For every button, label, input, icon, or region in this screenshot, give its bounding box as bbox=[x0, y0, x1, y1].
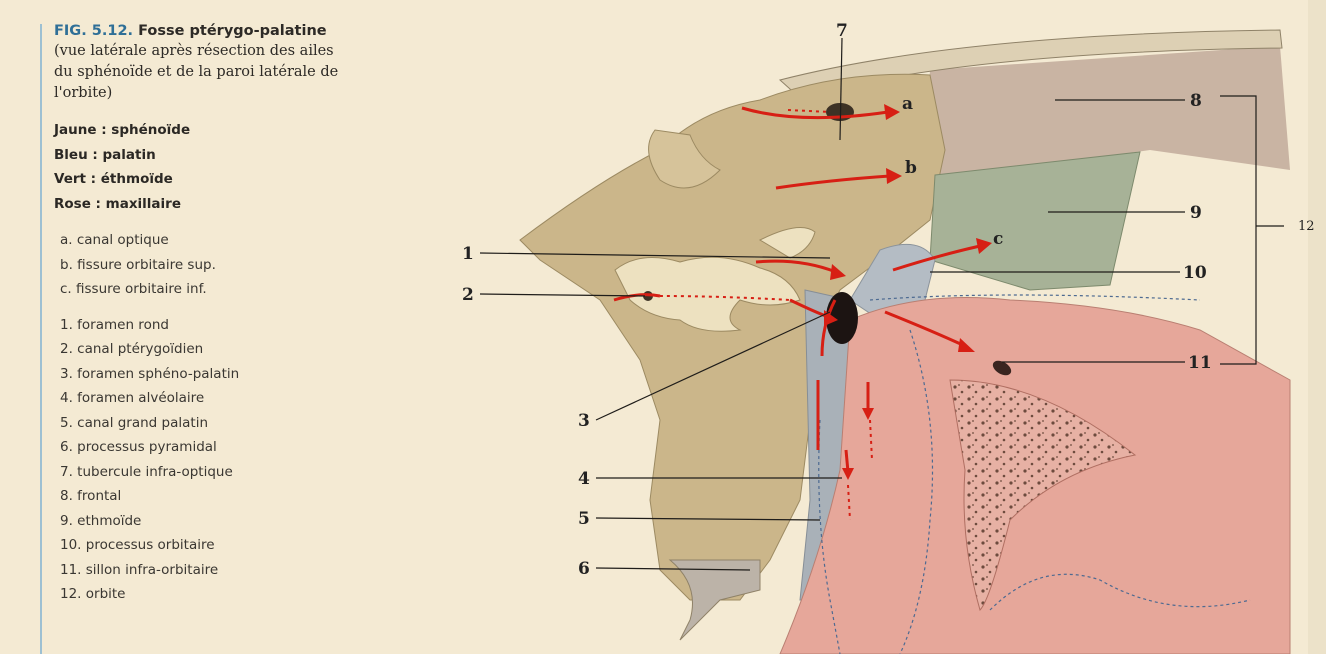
sphenoid-section bbox=[614, 256, 801, 332]
pterygoid-process bbox=[668, 559, 761, 641]
figure-subtitle: (vue latérale après résection des ailes … bbox=[54, 41, 414, 104]
figure-number: FIG. 5.12. bbox=[54, 23, 134, 39]
number-legend-item: 5. canal grand palatin bbox=[60, 414, 209, 431]
arrowhead bbox=[830, 264, 846, 280]
sphenoid-spur bbox=[758, 227, 816, 259]
arrowhead bbox=[958, 338, 975, 352]
arrow-optic-canal bbox=[741, 106, 889, 120]
arrowhead bbox=[862, 408, 874, 420]
number-legend-item: 7. tubercule infra-optique bbox=[60, 463, 233, 480]
leader-line-7 bbox=[839, 37, 843, 141]
color-legend-item: Bleu : palatin bbox=[54, 146, 156, 163]
label-6: 6 bbox=[578, 559, 590, 579]
letter-legend-item: a. canal optique bbox=[60, 232, 169, 248]
subtitle-line: l'orbite) bbox=[54, 85, 113, 101]
number-legend-item: 6. processus pyramidal bbox=[60, 439, 217, 455]
label-7: 7 bbox=[836, 21, 848, 41]
label-5: 5 bbox=[578, 509, 590, 529]
leader-line-6 bbox=[595, 567, 751, 571]
label-12: 12 bbox=[1298, 219, 1315, 234]
subtitle-line: du sphénoïde et de la paroi latérale de bbox=[54, 64, 339, 80]
leader-line-1 bbox=[479, 252, 831, 259]
number-legend-item: 1. foramen rond bbox=[60, 316, 169, 333]
leader-line-2 bbox=[479, 293, 646, 297]
number-legend-item: 10. processus orbitaire bbox=[60, 537, 215, 553]
dotted-path bbox=[659, 295, 791, 301]
leader-line-3 bbox=[595, 311, 831, 421]
pterygoid-hook bbox=[648, 129, 721, 189]
arrowhead bbox=[842, 468, 854, 480]
color-legend: Jaune : sphénoïde Bleu : palatin Vert : … bbox=[54, 118, 414, 216]
suture-line bbox=[899, 329, 934, 654]
arrow-infraorbital bbox=[884, 310, 966, 348]
sphenoid-bone bbox=[519, 73, 946, 601]
figure-caption: FIG. 5.12. Fosse ptérygo-palatine (vue l… bbox=[54, 22, 414, 607]
label-a: a bbox=[902, 94, 913, 114]
number-legend-item: 12. orbite bbox=[60, 586, 126, 602]
dotted-path bbox=[787, 109, 831, 113]
subtitle-line: (vue latérale après résection des ailes bbox=[54, 43, 334, 59]
suture-line bbox=[989, 573, 1251, 611]
number-legend-item: 2. canal ptérygoïdien bbox=[60, 341, 204, 357]
label-10: 10 bbox=[1183, 263, 1207, 283]
arrowhead bbox=[976, 238, 992, 254]
label-b: b bbox=[905, 158, 917, 178]
label-8: 8 bbox=[1190, 91, 1202, 111]
bracket-12 bbox=[1220, 95, 1257, 365]
label-2: 2 bbox=[462, 285, 474, 305]
arrowhead bbox=[884, 104, 900, 120]
color-legend-item: Jaune : sphénoïde bbox=[54, 122, 191, 138]
arrowheads bbox=[824, 104, 992, 480]
color-legend-item: Vert : éthmoïde bbox=[54, 171, 173, 187]
label-4: 4 bbox=[578, 469, 590, 489]
label-1: 1 bbox=[462, 244, 474, 264]
number-legend-item: 8. frontal bbox=[60, 488, 122, 504]
label-11: 11 bbox=[1188, 353, 1212, 373]
label-9: 9 bbox=[1190, 203, 1202, 223]
ethmoid-bone bbox=[929, 151, 1141, 291]
arrow-foramen-rotundum bbox=[755, 259, 837, 274]
figure-title-text: Fosse ptérygo-palatine bbox=[138, 23, 327, 39]
letter-legend-item: c. fissure orbitaire inf. bbox=[60, 281, 207, 297]
arrowhead bbox=[886, 168, 902, 184]
suture-line bbox=[869, 294, 1201, 301]
dotted-paths bbox=[659, 109, 873, 521]
caption-rule bbox=[40, 24, 42, 654]
arrow-superior-orbital-fissure bbox=[775, 174, 891, 190]
number-legend-item: 4. foramen alvéolaire bbox=[60, 390, 205, 406]
arrows bbox=[613, 106, 981, 473]
label-3: 3 bbox=[578, 411, 590, 431]
page-edge bbox=[1308, 0, 1326, 654]
leader-lines bbox=[479, 37, 1284, 571]
letter-legend: a. canal optique b. fissure orbitaire su… bbox=[54, 228, 414, 302]
number-legend: 1. foramen rond 2. canal ptérygoïdien 3.… bbox=[54, 313, 414, 607]
letter-legend-item: b. fissure orbitaire sup. bbox=[60, 256, 216, 273]
leader-line-5 bbox=[595, 517, 821, 521]
label-c: c bbox=[993, 229, 1003, 249]
zygomatic-section bbox=[949, 379, 1137, 611]
arrow-sphenopalatine-curve bbox=[820, 299, 837, 357]
color-legend-item: Rose : maxillaire bbox=[54, 195, 181, 212]
figure-title: FIG. 5.12. Fosse ptérygo-palatine bbox=[54, 22, 414, 41]
number-legend-item: 11. sillon infra-orbitaire bbox=[60, 561, 219, 578]
dotted-path bbox=[847, 484, 851, 521]
arrowhead bbox=[824, 310, 838, 326]
number-legend-item: 3. foramen sphéno-palatin bbox=[60, 365, 240, 382]
infraorbital-groove-opening bbox=[992, 360, 1012, 376]
number-legend-item: 9. ethmoïde bbox=[60, 512, 142, 529]
arrow-pterygoid-canal bbox=[613, 293, 661, 302]
arrow-inferior-orbital-fissure bbox=[892, 244, 981, 272]
